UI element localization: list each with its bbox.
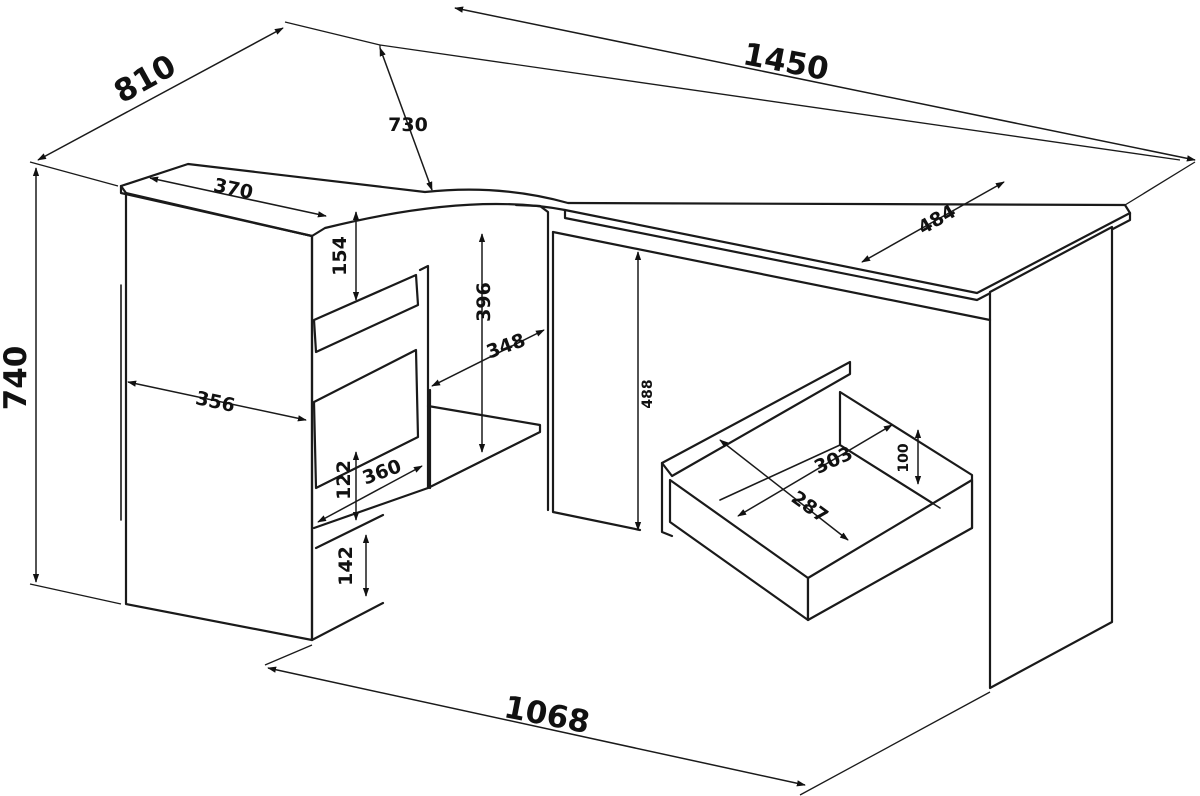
dim-810 [37, 27, 284, 161]
right-leg-panel [988, 225, 1114, 690]
desk-top-edge [119, 184, 1132, 302]
label-return-length: 1068 [501, 689, 593, 741]
dim-370 [149, 176, 327, 218]
upper-drawer-front [312, 273, 420, 354]
drawer-front [668, 478, 810, 622]
cabinet-bottom-edge [310, 601, 385, 642]
cabinet-left-panel [124, 191, 314, 642]
middle-drawer-front [312, 348, 420, 490]
label-drawer-height: 100 [896, 443, 912, 472]
drawer-back-side [660, 461, 674, 538]
dim-356 [127, 380, 307, 422]
under-top-line [551, 230, 992, 322]
label-shelf-opening-height: 396 [473, 282, 495, 322]
label-lower-drawer-height: 122 [333, 460, 355, 500]
label-drawer-width: 303 [811, 442, 856, 478]
shelf-unit-side [514, 203, 550, 512]
open-drawer [660, 360, 974, 622]
dim-484 [861, 181, 1005, 263]
label-knee-clearance-height: 488 [640, 379, 656, 408]
label-total-height: 740 [0, 346, 34, 411]
label-total-width: 1450 [740, 36, 832, 88]
dim-287 [719, 439, 849, 541]
dim-1450 [454, 6, 1196, 162]
dim-1068 [267, 666, 806, 787]
dim-360 [317, 465, 423, 523]
label-total-depth: 810 [108, 48, 182, 111]
drawer-front-right [806, 478, 974, 622]
label-shelf-width: 348 [484, 329, 529, 363]
label-plinth-height: 142 [335, 546, 357, 586]
dim-348 [431, 329, 545, 387]
cabinet-partition [418, 264, 430, 490]
dimension-lines [32, 6, 1196, 787]
modesty-panel [551, 230, 642, 532]
dim-730 [379, 47, 433, 191]
desk-outline [119, 162, 1132, 690]
label-top-diagonal: 730 [388, 114, 428, 136]
label-upper-compartment-height: 154 [329, 236, 351, 276]
shelf-back [314, 513, 385, 550]
drawer-back [660, 360, 852, 478]
